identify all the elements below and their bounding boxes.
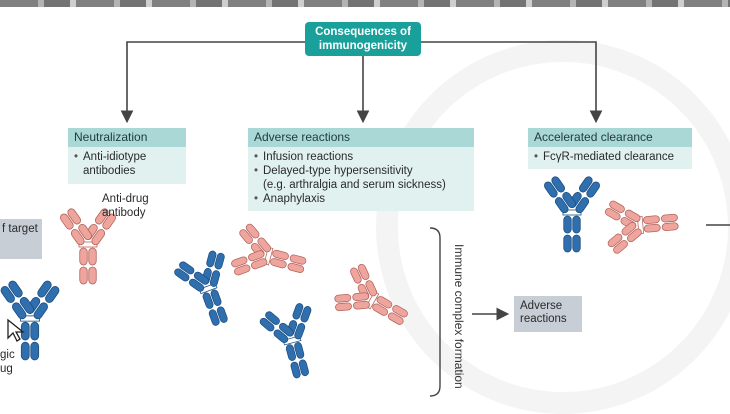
- mouse-cursor-icon: [7, 318, 25, 342]
- neutralization-heading: Neutralization: [68, 128, 186, 147]
- arrow-to-neutralization: [120, 41, 305, 124]
- neutralization-item: Anti-idiotype antibodies: [74, 150, 173, 178]
- left-bottom-cropped-text: gic ug: [0, 348, 15, 376]
- accelerated-clearance-body: FcγR-mediated clearance: [528, 147, 692, 169]
- immune-complex-label: Immune complex formation: [452, 243, 466, 389]
- drug-antibody-clearance: [544, 176, 600, 253]
- anti-drug-antibody-neutralization: [60, 208, 116, 285]
- adverse-reactions-outcome-box: Adverse reactions: [514, 296, 582, 332]
- adverse-item-dth: Delayed-type hypersensitivity: [254, 164, 468, 178]
- adverse-item-infusion: Infusion reactions: [254, 150, 468, 164]
- accelerated-clearance-heading: Accelerated clearance: [528, 128, 692, 147]
- drug-antibody-complex-1: [174, 250, 228, 326]
- immune-complex-bracket: [429, 227, 441, 397]
- left-bottom-text-2: ug: [0, 363, 13, 375]
- drug-antibody-neutralization: [0, 280, 60, 361]
- adverse-reactions-heading: Adverse reactions: [248, 128, 474, 147]
- left-cropped-text: f target: [2, 223, 38, 235]
- adverse-reactions-body: Infusion reactions Delayed-type hypersen…: [248, 147, 474, 211]
- adverse-item-anaphylaxis: Anaphylaxis: [254, 192, 468, 206]
- anti-drug-antibody-clearance: [604, 200, 679, 254]
- top-cropped-text-strip: [0, 0, 730, 7]
- anti-drug-antibody-complex-1: [231, 223, 307, 276]
- left-cropped-box: f target: [0, 219, 42, 259]
- left-bottom-text-1: gic: [0, 349, 15, 361]
- anti-drug-antibody-complex-2: [334, 263, 408, 325]
- adverse-item-dth-example: (e.g. arthralgia and serum sickness): [263, 179, 446, 191]
- consequences-box: Consequences of immunogenicity: [305, 22, 421, 56]
- anti-drug-antibody-label: Anti-drug antibody: [102, 193, 149, 219]
- antibody-layer: [0, 176, 679, 379]
- arrow-to-accelerated-clearance: [421, 41, 603, 124]
- drug-antibody-complex-2: [259, 303, 312, 379]
- outcome-box-text: Adverse reactions: [520, 300, 567, 325]
- connector-arrows: [120, 41, 730, 321]
- clearance-item: FcγR-mediated clearance: [534, 150, 686, 164]
- neutralization-body: Anti-idiotype antibodies: [68, 147, 186, 184]
- consequences-title: Consequences of immunogenicity: [315, 26, 411, 52]
